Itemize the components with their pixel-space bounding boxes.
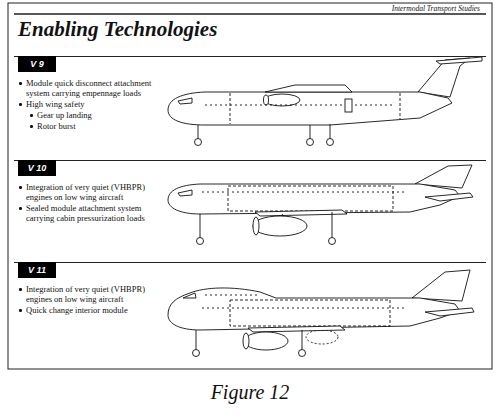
sub-bullet-text: Gear up landing [37, 110, 92, 120]
bullet-text: High wing safety [26, 99, 85, 109]
bullet-dot [19, 309, 22, 312]
bullet-item: Gear up landing [18, 110, 164, 120]
bullet-text: Quick change interior module [26, 305, 128, 315]
version-tab: V 10 [18, 160, 56, 176]
bullet-dot [30, 114, 33, 117]
bullet-item: Module quick disconnect attachment syste… [18, 78, 164, 98]
bullet-text: Module quick disconnect attachment syste… [26, 78, 151, 98]
text-column: V 9 Module quick disconnect attachment sy… [18, 57, 164, 132]
bullet-dot [19, 82, 22, 85]
bullet-item: Rotor burst [18, 121, 164, 131]
concept-panel: V 11 Integration of very quiet (VHBPR) en… [14, 262, 486, 364]
header-rule [14, 13, 486, 15]
bullet-dot [19, 207, 22, 210]
version-tab: V 9 [18, 56, 56, 72]
bullet-item: Integration of very quiet (VHBPR) engine… [18, 284, 164, 304]
version-tab: V 11 [18, 262, 56, 278]
slide-frame [8, 3, 492, 369]
text-column: V 10 Integration of very quiet (VHBPR) en… [18, 161, 164, 224]
concept-panel: V 9 Module quick disconnect attachment sy… [14, 56, 486, 156]
sub-bullet-text: Rotor burst [37, 121, 76, 131]
high-wing-aircraft [168, 57, 482, 146]
bullet-dot [19, 288, 22, 291]
wide-body-aircraft [168, 270, 474, 357]
bullet-item: Sealed module attachment system carrying… [18, 203, 164, 223]
header-label: Intermodal Transport Studies [392, 4, 480, 13]
bullet-dot [19, 103, 22, 106]
text-column: V 11 Integration of very quiet (VHBPR) en… [18, 263, 164, 316]
bullet-text: Integration of very quiet (VHBPR) engine… [26, 182, 145, 202]
bullet-item: High wing safety [18, 99, 164, 109]
low-wing-aircraft [168, 165, 473, 245]
bullet-text: Sealed module attachment system carrying… [26, 203, 145, 223]
bullet-text: Integration of very quiet (VHBPR) engine… [26, 284, 145, 304]
bullet-dot [30, 125, 33, 128]
slide-title: Enabling Technologies [18, 17, 217, 42]
bullet-item: Integration of very quiet (VHBPR) engine… [18, 182, 164, 202]
figure-caption: Figure 12 [0, 381, 500, 404]
concept-panel: V 10 Integration of very quiet (VHBPR) en… [14, 160, 486, 258]
bullet-dot [19, 186, 22, 189]
bullet-item: Quick change interior module [18, 305, 164, 315]
